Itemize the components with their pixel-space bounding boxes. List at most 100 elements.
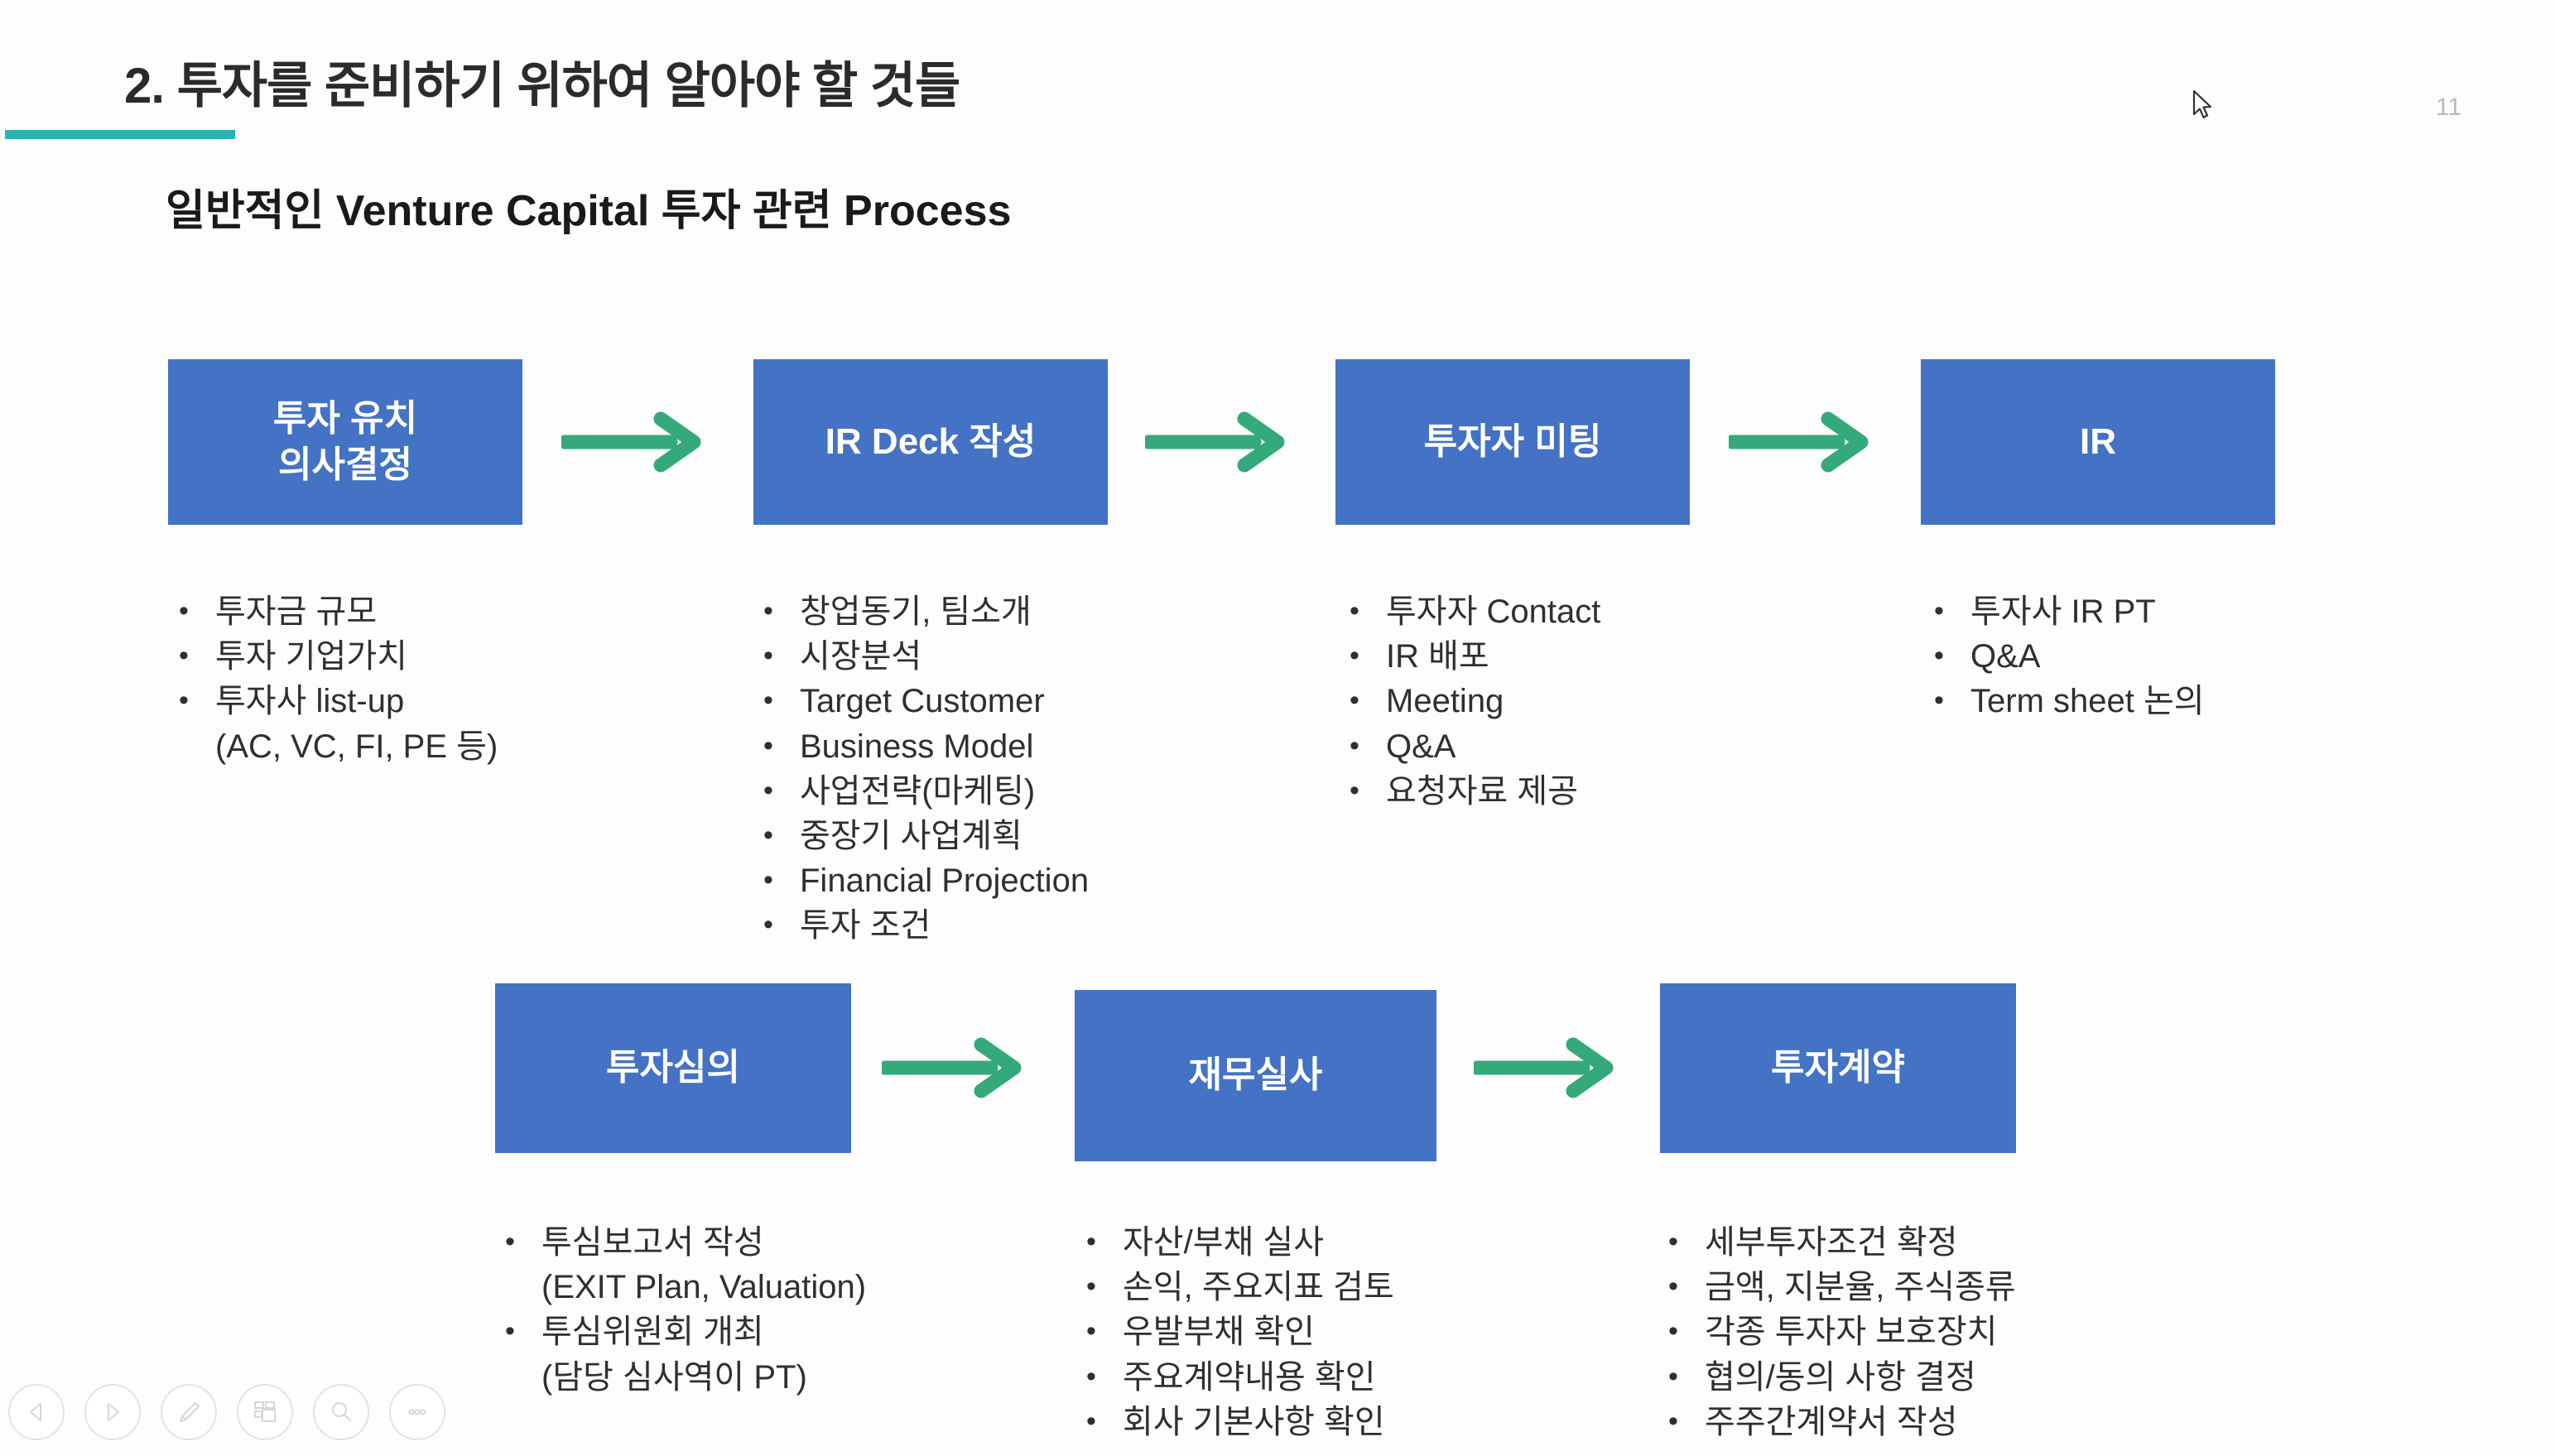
- bullet-dot-icon: •: [1086, 1360, 1096, 1392]
- bullet-column-investor-meeting: • 투자자 Contact • IR 배포 • Meeting • Q&A • …: [1350, 593, 1879, 817]
- arrow-right-icon-3: [1729, 411, 1869, 473]
- list-item: • 협의/동의 사항 결정: [1668, 1358, 2298, 1397]
- list-item-label: 세부투자조건 확정: [1705, 1224, 1958, 1261]
- list-item: • 투심보고서 작성: [505, 1223, 1085, 1262]
- bullet-dot-icon: •: [1350, 595, 1359, 627]
- list-item-label: 손익, 주요지표 검토: [1123, 1269, 1394, 1306]
- list-item-continuation: (AC, VC, FI, PE 등): [215, 728, 498, 765]
- process-box-ir-deck[interactable]: IR Deck 작성: [753, 359, 1108, 525]
- list-item: • 시장분석: [763, 637, 1293, 676]
- bullet-column-ir-deck: • 창업동기, 팀소개 • 시장분석 • Target Customer • B…: [763, 593, 1293, 952]
- bullet-column-ir: • 투자사 IR PT • Q&A • Term sheet 논의: [1934, 593, 2464, 728]
- list-item: • Meeting: [1350, 682, 1879, 721]
- bullet-dot-icon: •: [1086, 1315, 1096, 1348]
- bullet-dot-icon: •: [1934, 640, 1944, 672]
- process-box-investor-meeting[interactable]: 투자자 미팅: [1335, 359, 1690, 525]
- list-item-label: 사업전략(마케팅): [800, 772, 1036, 810]
- list-item: • Target Customer: [763, 682, 1293, 721]
- more-options-button[interactable]: [389, 1384, 445, 1440]
- process-box-investment-contract[interactable]: 투자계약: [1660, 983, 2016, 1153]
- bullet-dot-icon: •: [763, 685, 773, 717]
- slide-overview-button[interactable]: [237, 1384, 293, 1440]
- bullet-dot-icon: •: [179, 595, 189, 627]
- list-item-label: 회사 기본사항 확인: [1123, 1403, 1385, 1440]
- list-item-continuation: (담당 심사역이 PT): [541, 1358, 807, 1396]
- list-item-label: Q&A: [1970, 638, 2041, 675]
- list-item-label: 주요계약내용 확인: [1123, 1358, 1376, 1396]
- list-item: • IR 배포: [1350, 637, 1879, 676]
- process-box-ir[interactable]: IR: [1921, 359, 2275, 525]
- list-item: • Financial Projection: [763, 862, 1293, 901]
- pen-icon: [180, 1402, 200, 1422]
- zoom-button[interactable]: [313, 1384, 369, 1440]
- bullet-dot-icon: •: [1934, 685, 1944, 717]
- list-item-label: 투심보고서 작성: [541, 1224, 764, 1261]
- list-item: • 투자사 IR PT: [1934, 593, 2464, 632]
- list-item: • 투자금 규모: [179, 593, 709, 632]
- bullet-dot-icon: •: [1086, 1405, 1096, 1437]
- list-item: • 투자 기업가치: [179, 637, 709, 676]
- list-item-label: 투자금 규모: [215, 593, 378, 630]
- list-item-label: 창업동기, 팀소개: [800, 593, 1032, 630]
- bullet-dot-icon: •: [763, 774, 773, 806]
- list-item-label: 투자자 Contact: [1386, 593, 1601, 630]
- list-item-label: 시장분석: [800, 638, 922, 675]
- pen-tool-button[interactable]: [161, 1384, 217, 1440]
- list-item-label: Term sheet 논의: [1970, 683, 2205, 720]
- arrow-right-icon-1: [561, 411, 701, 473]
- list-item: • 주주간계약서 작성: [1668, 1403, 2298, 1442]
- section-subtitle: 일반적인 Venture Capital 투자 관련 Process: [166, 187, 1012, 235]
- list-item: • 중장기 사업계획: [763, 817, 1293, 856]
- bullet-dot-icon: •: [1668, 1271, 1678, 1303]
- previous-slide-button[interactable]: [8, 1384, 65, 1440]
- list-item: • 투자사 list-up: [179, 682, 709, 721]
- grid-slides-icon: [254, 1401, 276, 1422]
- list-item-label: 각종 투자자 보호장치: [1705, 1314, 1998, 1351]
- list-item-continuation: (EXIT Plan, Valuation): [541, 1269, 867, 1306]
- bullet-dot-icon: •: [1668, 1405, 1678, 1437]
- list-item: • 사업전략(마케팅): [763, 772, 1293, 811]
- list-item: • 요청자료 제공: [1350, 772, 1879, 811]
- list-item: • 각종 투자자 보호장치: [1668, 1313, 2298, 1352]
- bullet-dot-icon: •: [763, 595, 773, 627]
- triangle-right-icon: [108, 1403, 119, 1421]
- bullet-dot-icon: •: [1350, 640, 1359, 672]
- arrow-right-icon-5: [1474, 1037, 1614, 1098]
- process-box-investment-decision[interactable]: 투자 유치 의사결정: [168, 359, 522, 525]
- bullet-dot-icon: •: [1350, 685, 1359, 717]
- bullet-column-investment-decision: • 투자금 규모 • 투자 기업가치 • 투자사 list-up (AC, VC…: [179, 593, 709, 772]
- list-item-label: 투심위원회 개최: [541, 1314, 764, 1351]
- bullet-dot-icon: •: [763, 729, 773, 762]
- title-underline-rule: [5, 130, 235, 139]
- list-item-label: 금액, 지분율, 주식종류: [1705, 1269, 2016, 1306]
- list-item-label: 요청자료 제공: [1386, 772, 1578, 810]
- bullet-dot-icon: •: [1350, 729, 1359, 762]
- arrow-right-icon-4: [882, 1037, 1022, 1098]
- list-item-label: 협의/동의 사항 결정: [1705, 1358, 1976, 1396]
- list-item: • 금액, 지분율, 주식종류: [1668, 1268, 2298, 1307]
- bullet-dot-icon: •: [1350, 774, 1359, 806]
- list-item: • 손익, 주요지표 검토: [1086, 1268, 1666, 1307]
- bullet-dot-icon: •: [1668, 1360, 1678, 1392]
- list-item-label: 투자사 list-up: [215, 683, 405, 720]
- process-box-investment-review[interactable]: 투자심의: [495, 983, 851, 1153]
- list-item-label: 중장기 사업계획: [800, 817, 1022, 854]
- list-item-label: 투자사 IR PT: [1970, 593, 2156, 630]
- bullet-dot-icon: •: [1668, 1315, 1678, 1348]
- list-item-label: Business Model: [800, 728, 1034, 765]
- bullet-dot-icon: •: [763, 909, 773, 941]
- list-item: • 투심위원회 개최: [505, 1313, 1085, 1352]
- list-item: • 세부투자조건 확정: [1668, 1223, 2298, 1262]
- list-item: • 투자자 Contact: [1350, 593, 1879, 632]
- bullet-dot-icon: •: [505, 1315, 515, 1348]
- bullet-column-financial-due-diligence: • 자산/부채 실사 • 손익, 주요지표 검토 • 우발부채 확인 • 주요계…: [1086, 1223, 1666, 1448]
- list-item-label: 주주간계약서 작성: [1705, 1403, 1958, 1440]
- process-box-financial-due-diligence[interactable]: 재무실사: [1075, 990, 1436, 1161]
- list-item: • Business Model: [763, 728, 1293, 766]
- magnifier-icon: [332, 1402, 351, 1421]
- bullet-column-investment-contract: • 세부투자조건 확정 • 금액, 지분율, 주식종류 • 각종 투자자 보호장…: [1668, 1223, 2298, 1448]
- next-slide-button[interactable]: [84, 1384, 141, 1440]
- list-item-label: 투자 조건: [800, 907, 931, 944]
- list-item-label: Q&A: [1386, 728, 1456, 765]
- list-item: • 자산/부채 실사: [1086, 1223, 1666, 1262]
